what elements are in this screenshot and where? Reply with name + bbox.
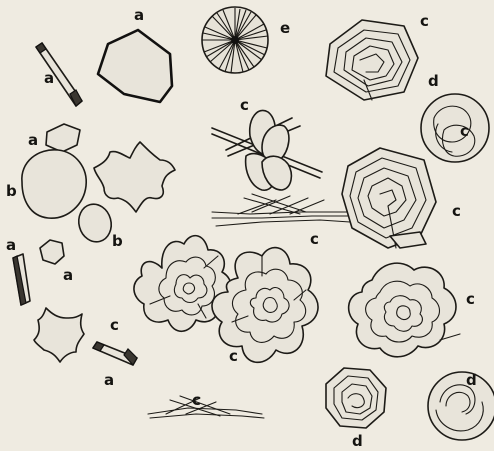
label-d-circle-top: d	[428, 72, 439, 90]
label-a-large-hexagon: a	[134, 6, 144, 24]
crystal-star-bottom	[34, 308, 84, 362]
crystal-c-layered-hexagon-mid	[342, 148, 436, 248]
label-a-prism-bottom: a	[104, 371, 114, 389]
crystal-a-prism-side	[13, 254, 30, 305]
label-a-tiny-hexagon: a	[63, 266, 73, 284]
crystal-b-disc-small	[75, 201, 116, 246]
crystal-a-rod-top	[36, 43, 82, 106]
crystal-a-prism-bottom	[93, 342, 137, 365]
crystal-d-layered-bottom-center	[326, 368, 386, 428]
crystal-d-circle-top	[421, 94, 489, 162]
crystal-c-stacked-rods	[212, 194, 350, 226]
crystal-star-center	[94, 142, 175, 212]
label-c-flower-left: c	[110, 316, 119, 334]
label-b-disc-large: b	[6, 182, 17, 200]
label-c-layered-hexagon-mid: c	[452, 202, 461, 220]
crystal-b-disc-large	[22, 150, 86, 218]
crystal-c-crossed-rods	[212, 110, 322, 190]
crystal-d-circle-bottom	[428, 372, 494, 440]
label-e-radial-sphere: e	[280, 19, 290, 37]
crystal-a-tiny-hexagon	[40, 240, 64, 264]
crystal-c-layered-hexagon-top	[326, 20, 418, 100]
label-a-small-hexagon: a	[28, 131, 38, 149]
crystal-c-flower-right	[349, 263, 460, 357]
label-c-bottom-rods: c	[192, 391, 201, 409]
crystal-a-large-hexagon	[98, 30, 172, 102]
label-c-flower-center: c	[229, 347, 238, 365]
label-c-flower-right: c	[466, 290, 475, 308]
label-d-circle-bottom: d	[466, 371, 477, 389]
label-d-bottom-center: d	[352, 432, 363, 450]
label-b-disc-small: b	[112, 232, 123, 250]
crystal-e-radial-sphere	[202, 7, 268, 73]
crystal-c-bottom-rods	[148, 396, 264, 418]
crystal-a-small-hexagon	[46, 124, 80, 152]
label-c-crossed-rods: c	[240, 96, 249, 114]
label-a-prism-side: a	[6, 236, 16, 254]
label-c-layered-hexagon-top: c	[420, 12, 429, 30]
crystal-c-flower-center	[212, 248, 318, 363]
label-c-plate-right: c	[460, 122, 469, 140]
label-c-stacked-rods: c	[310, 230, 319, 248]
label-a-rod-top: a	[44, 69, 54, 87]
